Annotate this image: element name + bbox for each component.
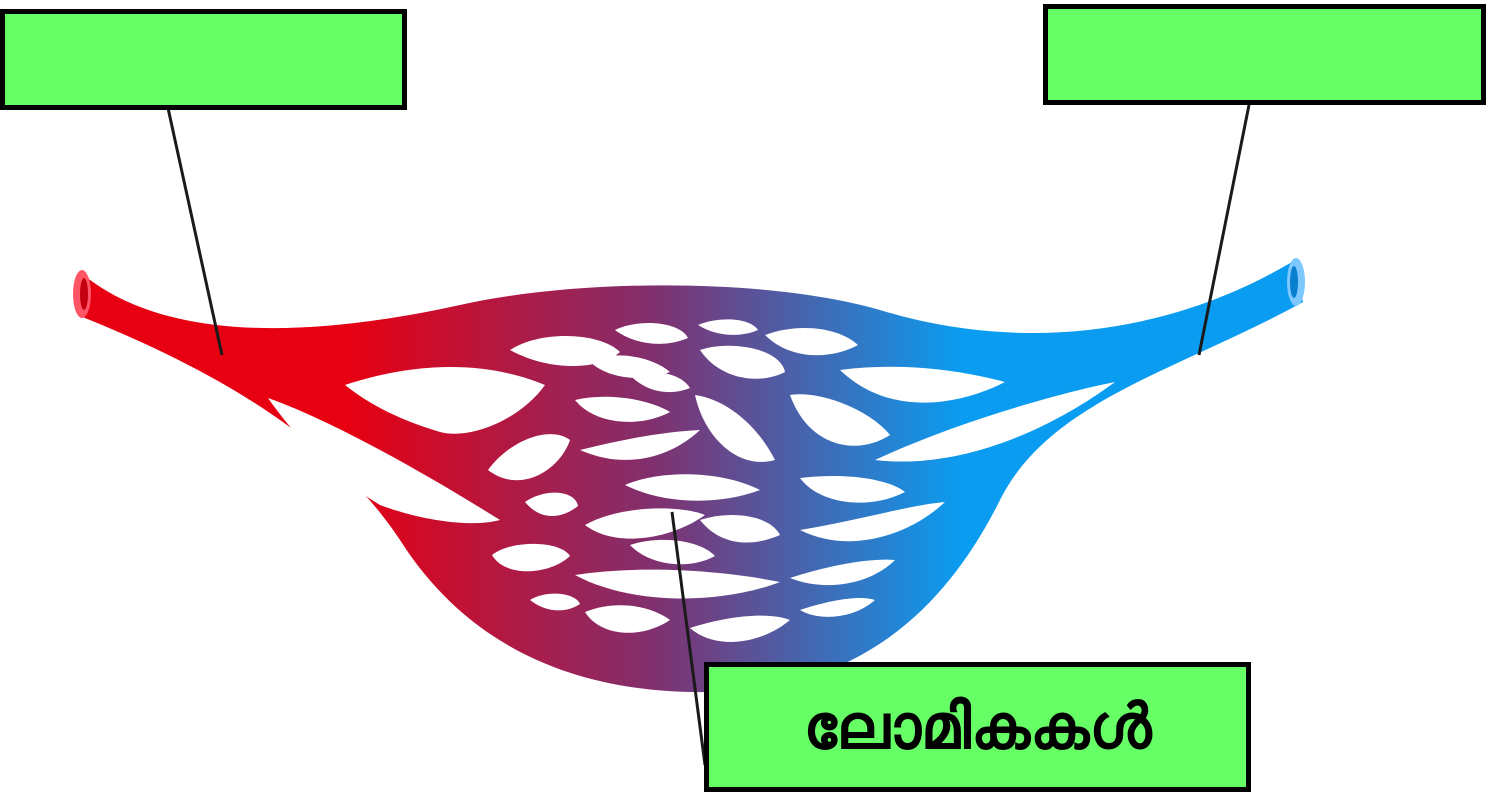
capillary-label: ലോമികകൾ [803, 696, 1151, 758]
artery-label-box [0, 9, 407, 110]
vessel-bed [73, 258, 1305, 692]
artery-leader-line [168, 108, 222, 355]
vein-lumen [1290, 266, 1298, 298]
artery-lumen [80, 278, 88, 310]
capillary-label-box: ലോമികകൾ [704, 662, 1251, 792]
vein-label-box [1043, 4, 1486, 105]
